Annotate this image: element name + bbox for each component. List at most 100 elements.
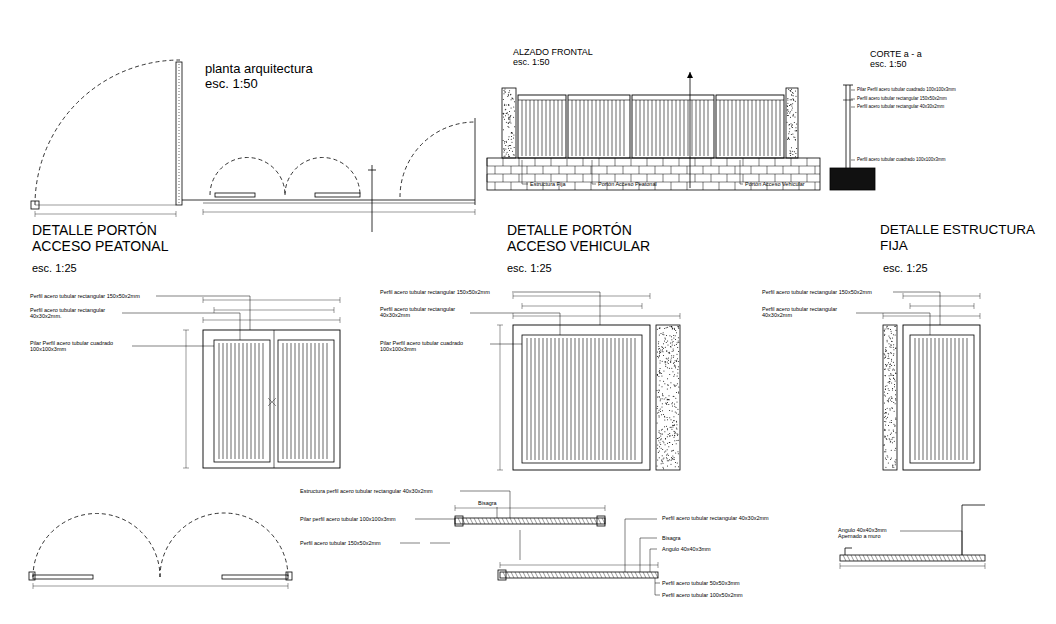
concrete-stipple	[893, 402, 894, 403]
concrete-stipple	[885, 389, 886, 390]
drawing-line	[735, 166, 736, 174]
concrete-stipple	[666, 351, 667, 352]
drawing-line	[607, 338, 608, 460]
view-title: planta arquitectura	[205, 62, 313, 77]
concrete-stipple	[885, 412, 886, 413]
concrete-stipple	[669, 352, 670, 353]
concrete-stipple	[793, 115, 794, 116]
concrete-stipple	[663, 468, 664, 469]
concrete-stipple	[886, 418, 887, 419]
concrete-stipple	[674, 362, 675, 363]
drawing-line	[475, 118, 476, 205]
concrete-stipple	[884, 429, 885, 430]
concrete-stipple	[893, 377, 894, 378]
concrete-stipple	[503, 117, 504, 118]
drawing-line	[980, 293, 981, 299]
drawing-line	[303, 343, 304, 459]
concrete-stipple	[890, 338, 891, 339]
drawing-line	[623, 572, 626, 578]
drawing-line	[534, 518, 537, 524]
concrete-stipple	[791, 123, 792, 124]
drawing-line	[640, 100, 641, 156]
concrete-stipple	[888, 328, 889, 329]
drawing-line	[780, 100, 781, 156]
drawing-line	[295, 343, 296, 459]
concrete-stipple	[795, 117, 796, 118]
concrete-stipple	[791, 94, 792, 95]
concrete-stipple	[792, 98, 793, 99]
concrete-stipple	[890, 459, 891, 460]
drawing-line	[587, 572, 590, 578]
concrete-stipple	[887, 341, 888, 342]
drawing-line	[656, 100, 657, 156]
concrete-stipple	[884, 331, 885, 332]
drawing-line	[571, 338, 572, 460]
drawing-line	[695, 174, 696, 182]
concrete-stipple	[661, 386, 662, 387]
drawing-line	[760, 100, 761, 156]
concrete-stipple	[895, 330, 896, 331]
drawing-line	[527, 182, 528, 190]
drawing-line	[583, 174, 584, 182]
drawing-line	[520, 530, 521, 560]
concrete-stipple	[794, 151, 795, 152]
concrete-stipple	[513, 154, 514, 155]
drawing-line	[843, 100, 853, 101]
concrete-stipple	[677, 409, 678, 410]
annotation: Estructura perfil acero tubular rectangu…	[300, 488, 433, 494]
drawing-line	[768, 100, 769, 156]
drawing-line	[546, 100, 547, 156]
concrete-stipple	[890, 347, 891, 348]
concrete-stipple	[888, 355, 889, 356]
concrete-stipple	[511, 132, 512, 133]
concrete-stipple	[673, 416, 674, 417]
concrete-stipple	[677, 358, 678, 359]
drawing-line	[522, 160, 523, 184]
drawing-line	[263, 343, 264, 459]
concrete-stipple	[890, 442, 891, 443]
concrete-stipple	[670, 387, 671, 388]
concrete-stipple	[667, 358, 668, 359]
drawing-line	[604, 100, 605, 156]
concrete-stipple	[885, 396, 886, 397]
concrete-stipple	[659, 390, 660, 391]
drawing-line	[704, 100, 705, 156]
concrete-stipple	[884, 430, 885, 431]
drawing-line	[578, 518, 581, 524]
drawing-line	[575, 572, 578, 578]
drawing-line	[915, 555, 918, 561]
concrete-stipple	[673, 335, 674, 336]
concrete-stipple	[885, 451, 886, 452]
drawing-line	[562, 518, 565, 524]
concrete-stipple	[791, 126, 792, 127]
concrete-stipple	[895, 380, 896, 381]
concrete-stipple	[658, 341, 659, 342]
concrete-stipple	[673, 450, 674, 451]
concrete-stipple	[509, 111, 510, 112]
concrete-stipple	[666, 403, 667, 404]
concrete-stipple	[889, 346, 890, 347]
drawing-line	[563, 338, 564, 460]
concrete-stipple	[664, 417, 665, 418]
drawing-line	[655, 166, 656, 174]
concrete-stipple	[672, 351, 673, 352]
concrete-stipple	[512, 98, 513, 99]
concrete-stipple	[658, 349, 659, 350]
concrete-stipple	[512, 142, 513, 143]
concrete-stipple	[795, 156, 796, 157]
view-title: esc. 1:50	[205, 77, 258, 92]
drawing-line	[595, 572, 598, 578]
concrete-stipple	[678, 351, 679, 352]
drawing-line	[203, 300, 340, 301]
concrete-stipple	[884, 330, 885, 331]
drawing-line	[35, 214, 176, 215]
concrete-stipple	[659, 450, 660, 451]
concrete-stipple	[676, 429, 677, 430]
drawing-line	[639, 166, 640, 174]
concrete-stipple	[893, 347, 894, 348]
drawing-line	[615, 158, 616, 166]
drawing-line	[647, 174, 648, 182]
concrete-stipple	[671, 429, 672, 430]
concrete-stipple	[510, 94, 511, 95]
pillar-plan	[498, 570, 506, 580]
